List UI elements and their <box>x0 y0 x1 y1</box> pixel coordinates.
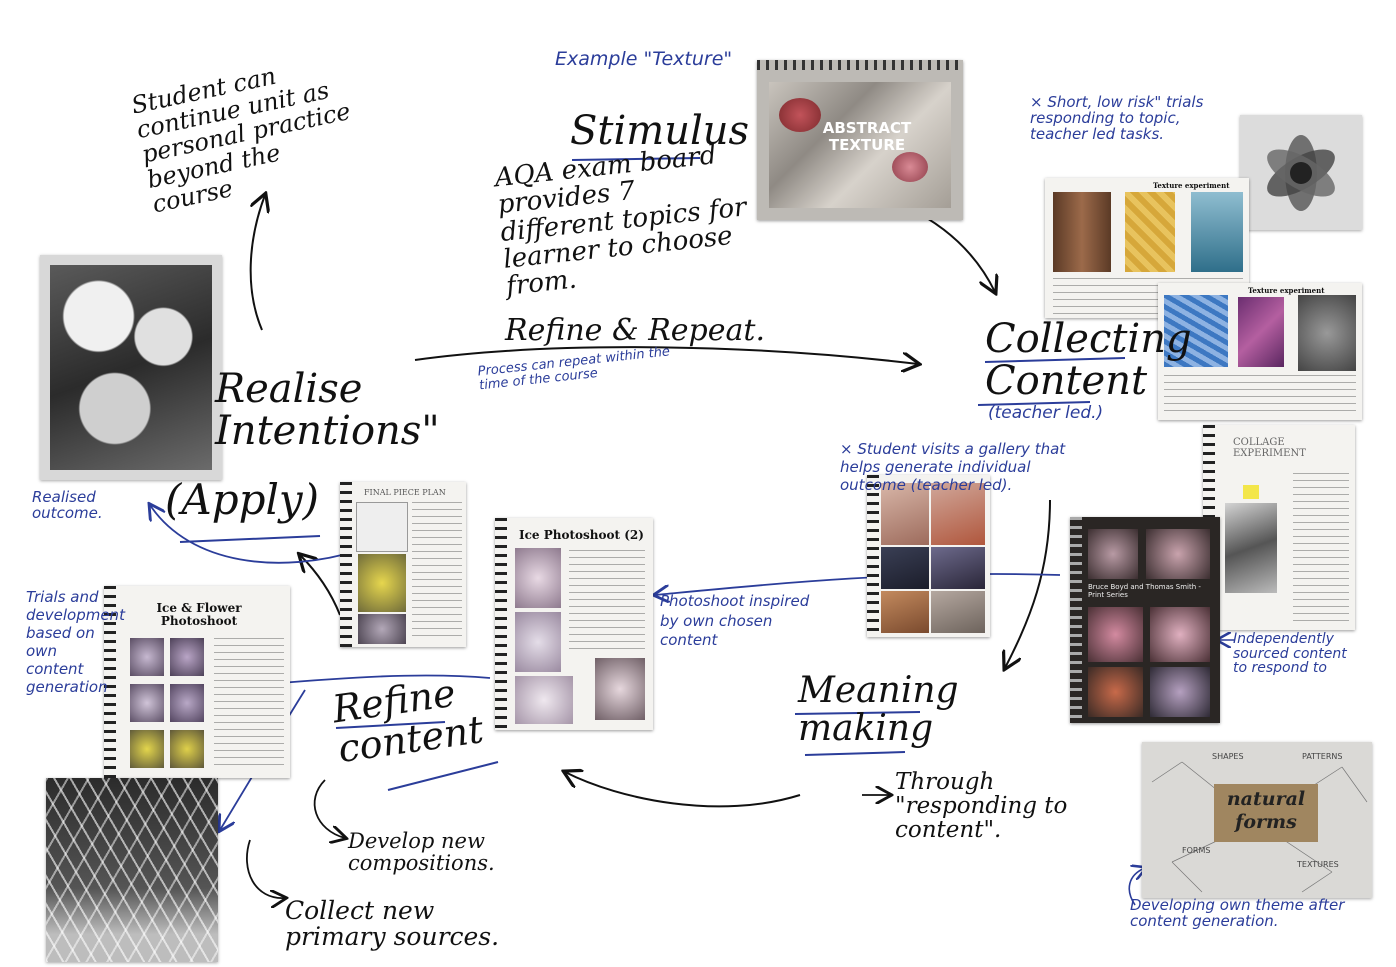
abstract-texture-book: ABSTRACT TEXTURE <box>757 60 963 220</box>
rose-image <box>892 152 928 182</box>
gallery-visit-page <box>867 475 990 637</box>
flower-sketch <box>1240 115 1362 230</box>
swatch-brown <box>1053 192 1111 272</box>
page-title: Ice Photoshoot (2) <box>519 528 644 542</box>
independently-note: Independently sourced content to respond… <box>1233 632 1353 676</box>
gallery-photo <box>931 591 985 633</box>
arrow-branch-develop <box>315 780 345 838</box>
page-title: COLLAGE EXPERIMENT <box>1233 437 1348 459</box>
print-image <box>1150 667 1210 717</box>
refine-repeat-title: Refine & Repeat. <box>505 315 765 347</box>
collage-experiment-page: COLLAGE EXPERIMENT <box>1203 425 1355 630</box>
collecting-sub: (teacher led.) <box>988 405 1103 423</box>
print-title: Bruce Boyd and Thomas Smith - Print Seri… <box>1088 583 1213 599</box>
mindmap-center: natural forms <box>1214 784 1318 842</box>
gallery-photo <box>931 547 985 589</box>
page-title: Texture experiment <box>1248 286 1324 295</box>
flower-photo <box>130 638 164 676</box>
arrow-branch-collect <box>247 840 285 898</box>
refine-branch-develop: Develop new compositions. <box>348 830 508 874</box>
ice-photo <box>515 548 561 608</box>
flower-photo <box>130 730 164 768</box>
final-piece-plan-page: FINAL PIECE PLAN <box>340 482 466 647</box>
flower-photo <box>170 730 204 768</box>
drawing-texture <box>50 265 212 470</box>
swatch-grey <box>1298 295 1356 371</box>
spiral-binding <box>757 60 963 70</box>
underline-making <box>805 752 905 755</box>
realised-outcome-note: Realised outcome. <box>32 490 112 522</box>
gallery-photo <box>881 591 929 633</box>
stimulus-example: Example "Texture" <box>555 50 732 70</box>
collecting-note: × Short, low risk" trials responding to … <box>1030 95 1240 142</box>
meaning-through: Through "responding to content". <box>895 770 1140 842</box>
meaning-title: Meaning making <box>798 672 928 748</box>
mindmap-word: TEXTURES <box>1297 860 1339 869</box>
refine-branch-collect: Collect new primary sources. <box>285 898 535 960</box>
plan-photo <box>358 614 406 644</box>
ice-branch-photo <box>46 778 218 962</box>
ice-photo <box>595 658 645 720</box>
flower-photo <box>130 684 164 722</box>
mindmap-word: FORMS <box>1182 846 1210 855</box>
photoshoot-note: Photoshoot inspired by own chosen conten… <box>660 592 820 651</box>
mindmap-word: SHAPES <box>1212 752 1244 761</box>
print-series-page: Bruce Boyd and Thomas Smith - Print Seri… <box>1070 517 1220 723</box>
developing-note: Developing own theme after content gener… <box>1130 898 1360 930</box>
branch-texture <box>46 778 218 962</box>
trials-note: Trials and development based on own cont… <box>26 588 111 696</box>
rose-image <box>779 98 821 132</box>
mindmap-natural-forms: natural forms SHAPES TEXTURES FORMS PATT… <box>1142 742 1372 898</box>
gallery-photo <box>881 547 929 589</box>
page-title: Ice & Flower Photoshoot <box>144 602 254 628</box>
page-title: FINAL PIECE PLAN <box>364 488 446 497</box>
plan-photo <box>358 554 406 612</box>
print-image <box>1146 529 1210 579</box>
print-image <box>1088 529 1138 579</box>
swatch-purple <box>1238 297 1284 367</box>
print-image <box>1150 607 1210 662</box>
realised-outcome-drawing <box>40 255 222 480</box>
flower-photo <box>170 638 204 676</box>
ice-photoshoot-page: Ice Photoshoot (2) <box>495 518 653 730</box>
flower-drawing <box>1240 115 1362 230</box>
swatch-yellow <box>1125 192 1175 272</box>
stimulus-text: AQA exam board provides 7 different topi… <box>494 139 757 301</box>
arrow-refine-to-realise <box>300 555 340 615</box>
ice-photo <box>515 612 561 672</box>
underline-apply <box>180 536 320 542</box>
arrow-meaning-to-refine <box>565 772 800 806</box>
arrow-realise-to-student <box>251 195 265 330</box>
ice-photo <box>515 676 573 724</box>
underline-content2 <box>388 762 498 790</box>
swatch-teal <box>1191 192 1243 272</box>
print-image <box>1088 607 1143 662</box>
sticky-note <box>1243 485 1259 499</box>
book-title: ABSTRACT TEXTURE <box>817 120 917 153</box>
realise-title: Realise Intentions" <box>215 368 415 452</box>
ice-flower-photoshoot-page: Ice & Flower Photoshoot <box>104 586 290 778</box>
realise-apply: (Apply) <box>165 478 319 522</box>
flower-photo <box>170 684 204 722</box>
arrow-collecting-to-meaning <box>1005 500 1050 668</box>
page-title: Texture experiment <box>1153 181 1229 190</box>
plan-sketch <box>356 502 408 552</box>
collage-image <box>1225 503 1277 593</box>
print-image <box>1088 667 1143 717</box>
gallery-note: × Student visits a gallery that helps ge… <box>840 440 1080 494</box>
collecting-title: Collecting Content <box>985 318 1155 402</box>
mindmap-word: PATTERNS <box>1302 752 1342 761</box>
